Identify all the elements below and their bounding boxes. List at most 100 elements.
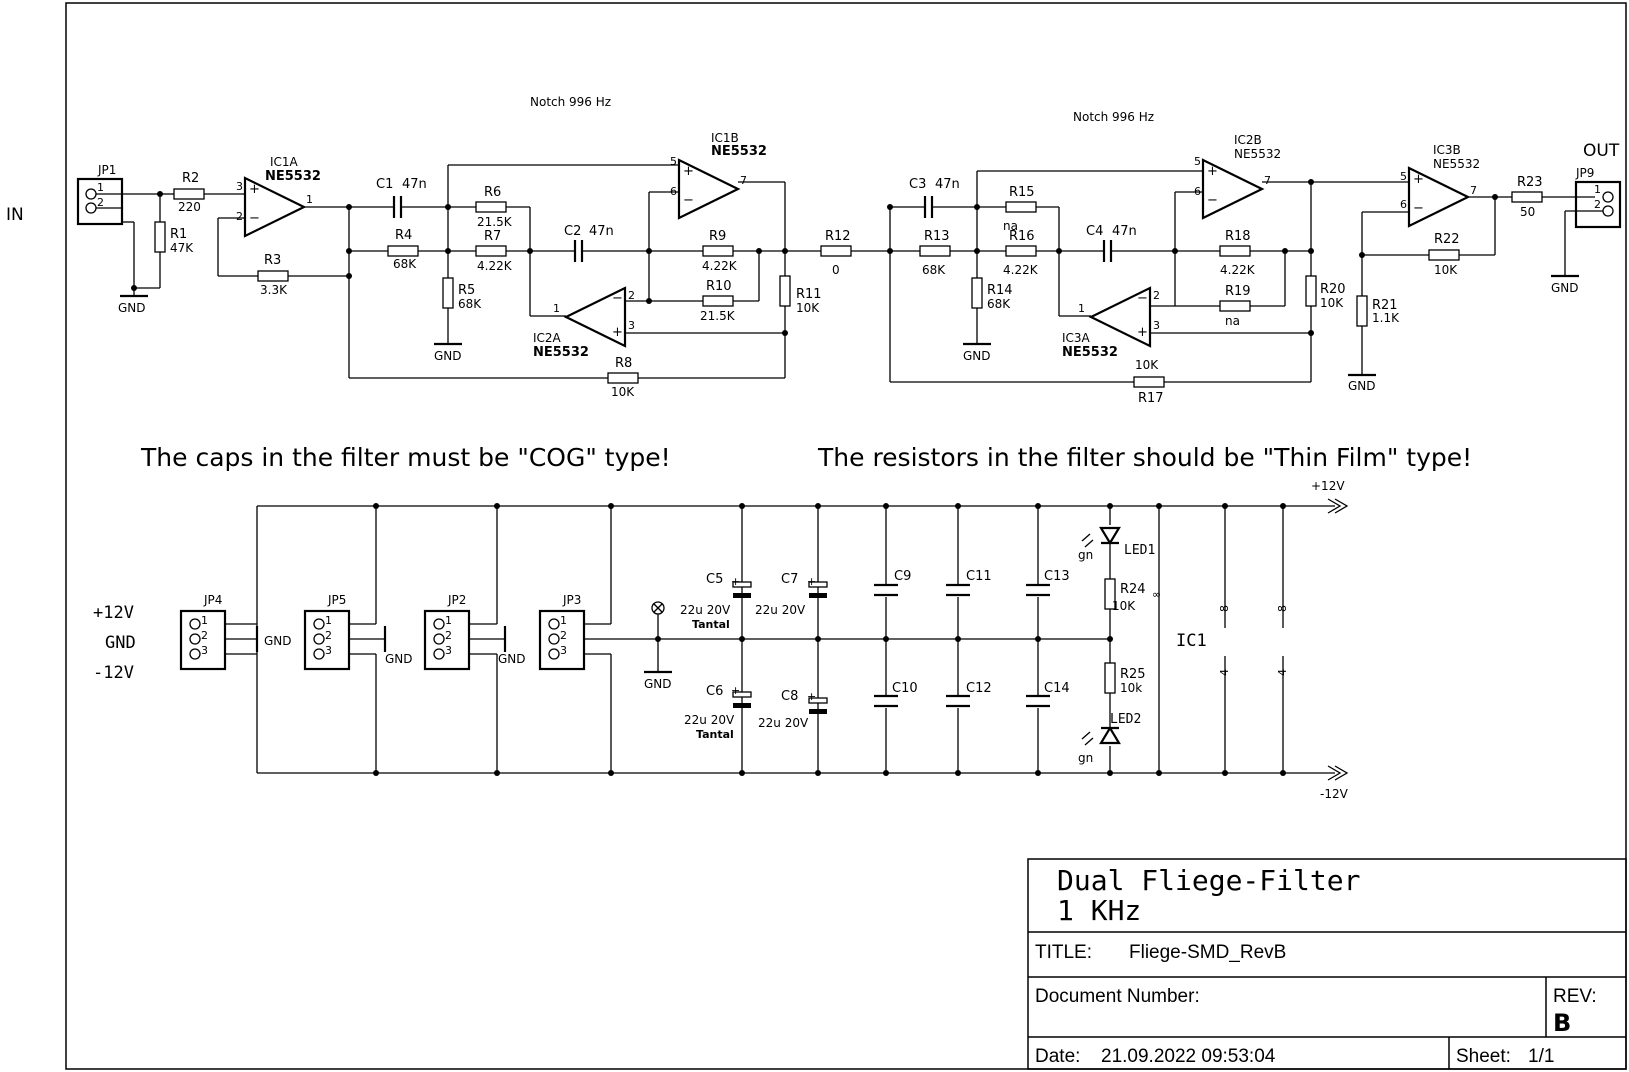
svg-text:−: − [249, 211, 260, 226]
label-r10: R10 [706, 279, 732, 294]
notch-label-1: Notch 996 Hz [530, 95, 611, 109]
svg-text:2: 2 [201, 629, 208, 642]
cap-c9: C9 [874, 569, 911, 597]
svg-text:+: + [1413, 172, 1424, 187]
label-r6: R6 [484, 185, 501, 200]
label-r22v: 10K [1434, 263, 1458, 277]
svg-text:1: 1 [553, 302, 560, 315]
label-r23v: 50 [1520, 205, 1535, 219]
label-r6v: 21.5K [477, 215, 513, 229]
svg-text:7: 7 [1470, 184, 1477, 197]
label-r25: R25 [1120, 667, 1146, 682]
svg-text:+: + [249, 182, 260, 197]
label-jp9: JP9 [1575, 166, 1594, 180]
svg-text:2: 2 [560, 629, 567, 642]
label-c3: C3 [909, 177, 926, 192]
svg-text:4: 4 [1276, 669, 1289, 676]
label-jp2: JP2 [447, 593, 466, 607]
label-c4: C4 [1086, 224, 1103, 239]
label-r4: R4 [395, 228, 412, 243]
label-tantal: Tantal [696, 728, 734, 741]
opamp-ic2b: + − 5 6 7 IC2B NE5532 [1194, 133, 1281, 220]
label-r15v: na [1003, 219, 1018, 233]
led2: LED2 gn [1078, 712, 1141, 765]
label-r12: R12 [825, 229, 851, 244]
opamp-ic1a: + − 3 2 1 IC1A NE5532 [236, 155, 321, 238]
label-ne5532: NE5532 [711, 144, 767, 159]
label-r11v: 10K [796, 301, 820, 315]
sheet-value: 1/1 [1528, 1046, 1554, 1067]
resistor-r15 [1005, 201, 1037, 213]
svg-text:8: 8 [1276, 605, 1289, 612]
label-ic3b: IC3B [1433, 143, 1461, 157]
label-gn: gn [1078, 751, 1093, 765]
resistor-r20 [1305, 275, 1317, 307]
svg-text:5: 5 [670, 155, 677, 168]
label-r1v: 47K [170, 241, 194, 255]
label-c14: C14 [1044, 681, 1070, 696]
minus12-arrow [1327, 765, 1349, 781]
label-gnd: GND [264, 634, 292, 648]
resistor-r24 [1104, 578, 1116, 610]
label-ne5532: NE5532 [1234, 147, 1281, 161]
plus12-input-label: +12V [93, 603, 134, 623]
label-r3v: 3.3K [260, 283, 288, 297]
note-caps: The caps in the filter must be "COG" typ… [140, 443, 671, 472]
label-r4v: 68K [393, 257, 417, 271]
led1: LED1 gn [1078, 525, 1155, 562]
label-jp1: JP1 [97, 163, 116, 177]
label-ic1b: IC1B [711, 131, 739, 145]
title-value: Fliege-SMD_RevB [1129, 942, 1286, 963]
label-r7v: 4.22K [477, 259, 513, 273]
label-r15: R15 [1009, 185, 1035, 200]
resistor-r11 [779, 275, 791, 307]
label-r16: R16 [1009, 229, 1035, 244]
resistor-r4 [387, 245, 419, 257]
svg-text:−: − [1137, 291, 1148, 306]
label-ne5532: NE5532 [265, 169, 321, 184]
svg-text:3: 3 [201, 644, 208, 657]
cap-c11: C11 [946, 569, 992, 597]
label-ic2b: IC2B [1234, 133, 1262, 147]
label-c12: C12 [966, 681, 992, 696]
label-gnd: GND [1348, 379, 1376, 393]
label-tantal_val: 22u 20V [758, 716, 809, 730]
svg-text:8: 8 [1218, 605, 1231, 612]
label-r8: R8 [615, 356, 632, 371]
rev-label: REV: [1553, 986, 1597, 1007]
svg-text:3: 3 [628, 319, 635, 332]
label-c8: C8 [781, 689, 798, 704]
svg-text:+: + [731, 684, 740, 697]
date-label: Date: [1035, 1046, 1080, 1067]
label-r9v: 4.22K [702, 259, 738, 273]
label-c2v: 47n [589, 224, 614, 239]
label-r2: R2 [182, 171, 199, 186]
docnum-label: Document Number: [1035, 986, 1200, 1007]
label-gnd: GND [385, 652, 413, 666]
label-ne5532: NE5532 [1433, 157, 1480, 171]
label-gnd: GND [644, 677, 672, 691]
cap-c14: C14 [1026, 681, 1070, 708]
svg-text:3: 3 [325, 644, 332, 657]
minus12-input-label: -12V [93, 663, 134, 683]
label-r5v: 68K [458, 297, 482, 311]
label-r24: R24 [1120, 582, 1146, 597]
title-line-1: Dual Fliege-Filter [1057, 864, 1360, 897]
svg-text:−: − [683, 193, 694, 208]
resistor-r25 [1104, 662, 1116, 694]
label-r23: R23 [1517, 175, 1543, 190]
label-c4v: 47n [1112, 224, 1137, 239]
label-gnd: GND [498, 652, 526, 666]
resistor-r9 [702, 245, 734, 257]
svg-text:1: 1 [201, 614, 208, 627]
resistor-r22 [1428, 249, 1460, 261]
svg-text:+: + [807, 690, 816, 703]
jp4-power-header: 1 2 3 JP4 [179, 593, 227, 671]
resistor-r17 [1133, 376, 1165, 388]
label-r11: R11 [796, 287, 822, 302]
label-r10v: 21.5K [700, 309, 736, 323]
label-tantal_val: 22u 20V [684, 713, 735, 727]
resistor-r5 [442, 277, 454, 309]
label-led2: LED2 [1110, 712, 1141, 727]
svg-text:1: 1 [560, 614, 567, 627]
